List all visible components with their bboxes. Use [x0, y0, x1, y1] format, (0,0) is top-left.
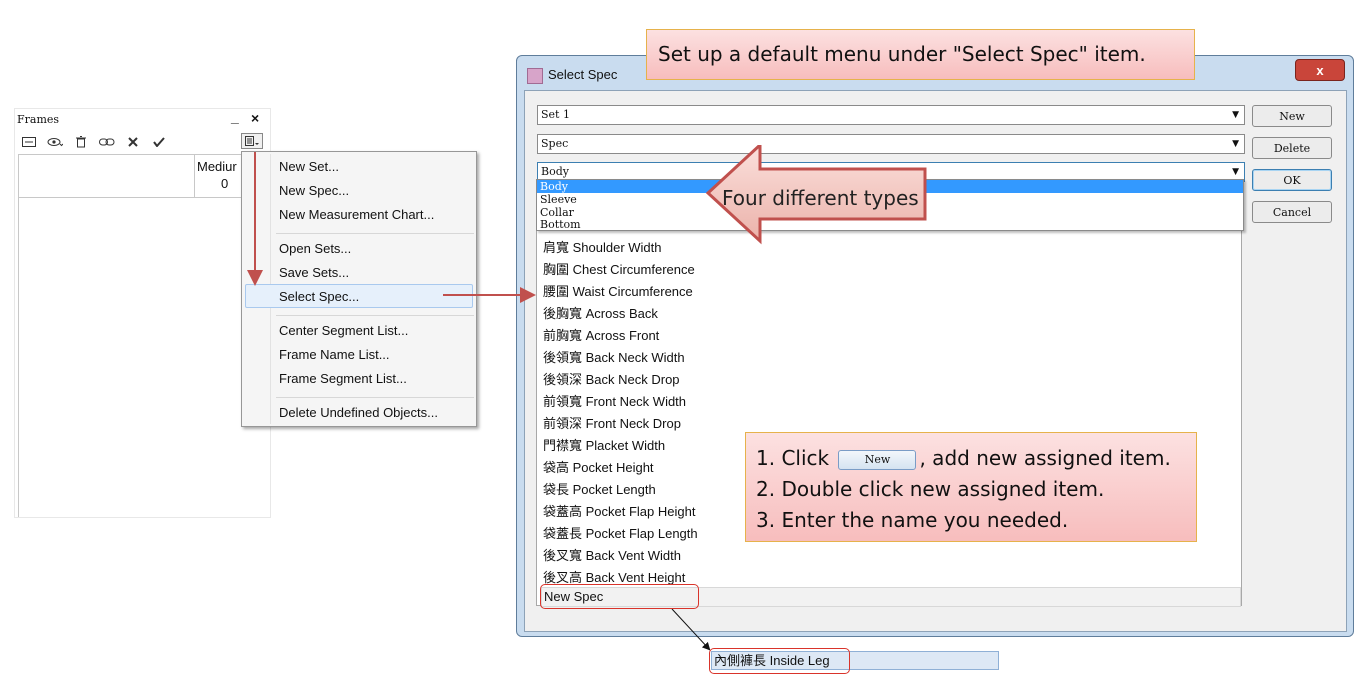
menu-divider	[276, 315, 474, 316]
list-item[interactable]: 袋蓋長 Pocket Flap Length	[543, 526, 698, 541]
menu-item-delete-undefined-objects[interactable]: Delete Undefined Objects...	[279, 405, 438, 420]
grid-column-divider	[194, 155, 195, 197]
steps-callout: 1. Click New, add new assigned item. 2. …	[745, 432, 1197, 542]
menu-item-new-spec[interactable]: New Spec...	[279, 183, 350, 198]
list-item[interactable]: 後叉寬 Back Vent Width	[543, 548, 681, 563]
list-item[interactable]: 肩寬 Shoulder Width	[543, 240, 662, 255]
list-item[interactable]: 前領深 Front Neck Drop	[543, 416, 681, 431]
dialog-title: Select Spec	[548, 67, 618, 82]
frames-toolbar	[21, 133, 167, 151]
step-3: 3. Enter the name you needed.	[756, 508, 1069, 532]
menu-item-open-sets[interactable]: Open Sets...	[279, 241, 352, 256]
list-item[interactable]: 後領寬 Back Neck Width	[543, 350, 685, 365]
menu-item-select-spec[interactable]: Select Spec...	[279, 289, 360, 304]
check-icon[interactable]	[151, 135, 167, 149]
dropdown-option-collar[interactable]: Collar	[540, 206, 574, 219]
four-types-arrow: Four different types	[700, 145, 930, 245]
spec-listbox[interactable]: 肩寬 Shoulder Width 胸圍 Chest Circumference…	[536, 230, 1242, 607]
list-icon[interactable]	[21, 135, 37, 149]
list-item[interactable]: 後胸寬 Across Back	[543, 306, 658, 321]
set-combobox[interactable]: Set 1 ▼	[537, 105, 1245, 125]
list-item[interactable]: 袋高 Pocket Height	[543, 460, 654, 475]
new-spec-highlight	[540, 584, 699, 609]
frames-panel: Frames _ × Mediur 0	[14, 108, 271, 518]
frames-menu-button[interactable]	[241, 133, 263, 149]
new-spec-pointer	[671, 608, 711, 651]
top-callout-text: Set up a default menu under "Select Spec…	[658, 42, 1146, 66]
inside-leg-highlight	[709, 648, 850, 674]
app-icon	[527, 68, 543, 84]
list-item[interactable]: 胸圍 Chest Circumference	[543, 262, 695, 277]
chevron-down-icon[interactable]: ▼	[1232, 110, 1239, 120]
list-item[interactable]: 袋長 Pocket Length	[543, 482, 656, 497]
dropdown-option-sleeve[interactable]: Sleeve	[540, 193, 577, 206]
list-item[interactable]: 前胸寬 Across Front	[543, 328, 660, 343]
menu-item-save-sets[interactable]: Save Sets...	[279, 265, 350, 280]
list-item[interactable]: 腰圍 Waist Circumference	[543, 284, 693, 299]
menu-item-frame-name-list[interactable]: Frame Name List...	[279, 347, 390, 362]
grid-column-value: 0	[221, 176, 229, 191]
dialog-close-button[interactable]: x	[1295, 59, 1345, 81]
chevron-down-icon[interactable]: ▼	[1232, 167, 1239, 177]
menu-divider	[276, 397, 474, 398]
grid-header	[19, 155, 271, 198]
menu-item-new-measurement-chart[interactable]: New Measurement Chart...	[279, 207, 435, 222]
ok-button[interactable]: OK	[1252, 169, 1332, 191]
link-icon[interactable]	[99, 135, 115, 149]
grid-column-header[interactable]: Mediur	[197, 159, 237, 174]
list-item[interactable]: 門襟寬 Placket Width	[543, 438, 666, 453]
new-button[interactable]: New	[1252, 105, 1332, 127]
inside-leg-item[interactable]: 內側褲長 Inside Leg	[711, 651, 999, 670]
frames-grid: Mediur 0	[18, 154, 271, 517]
step-2: 2. Double click new assigned item.	[756, 477, 1105, 501]
cancel-button[interactable]: Cancel	[1252, 201, 1332, 223]
menu-item-center-segment-list[interactable]: Center Segment List...	[279, 323, 409, 338]
minimize-button[interactable]: _	[231, 109, 239, 125]
step-1: 1. Click New, add new assigned item.	[756, 443, 1196, 474]
menu-item-new-set[interactable]: New Set...	[279, 159, 339, 174]
trash-icon[interactable]	[73, 135, 89, 149]
close-button[interactable]: ×	[251, 110, 260, 126]
list-item[interactable]: 後領深 Back Neck Drop	[543, 372, 680, 387]
set-combobox-value: Set 1	[541, 108, 570, 121]
list-item[interactable]: 前領寬 Front Neck Width	[543, 394, 687, 409]
spec-combobox-value: Spec	[541, 137, 569, 150]
menu-divider	[276, 233, 474, 234]
spec-combobox[interactable]: Spec ▼	[537, 134, 1245, 154]
inline-new-button: New	[838, 449, 917, 470]
list-item-new-spec[interactable]: New Spec	[541, 587, 1241, 607]
eye-icon[interactable]	[47, 135, 63, 149]
step-1-suffix: , add new assigned item.	[919, 446, 1171, 470]
delete-x-icon[interactable]	[125, 135, 141, 149]
menu-item-frame-segment-list[interactable]: Frame Segment List...	[279, 371, 407, 386]
frames-title: Frames	[17, 113, 60, 126]
chevron-down-icon[interactable]: ▼	[1232, 139, 1239, 149]
list-item[interactable]: 後叉高 Back Vent Height	[543, 570, 686, 585]
top-callout: Set up a default menu under "Select Spec…	[646, 29, 1195, 80]
dropdown-option-bottom[interactable]: Bottom	[540, 218, 581, 231]
four-types-label: Four different types	[722, 186, 919, 210]
menu-highlight	[245, 284, 473, 308]
step-1-prefix: 1. Click	[756, 446, 830, 470]
delete-button[interactable]: Delete	[1252, 137, 1332, 159]
list-item[interactable]: 袋蓋高 Pocket Flap Height	[543, 504, 696, 519]
frames-context-menu: New Set... New Spec... New Measurement C…	[241, 151, 477, 427]
type-combobox-value: Body	[541, 165, 569, 178]
